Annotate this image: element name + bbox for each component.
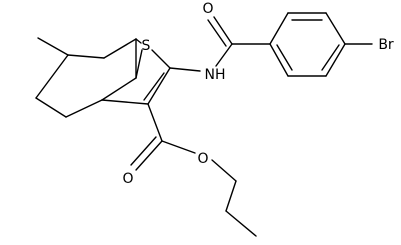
- bond-carbonyl-o: [213, 16, 233, 45]
- amide-nitrogen-label: NH: [205, 67, 226, 83]
- sulfur-label: S: [142, 38, 151, 54]
- bond-c4-c5: [35, 97, 67, 118]
- bond-c2-n: [169, 67, 201, 72]
- bond-ch2-ch3: [225, 210, 257, 237]
- bond-carbonyl-o-double: [207, 19, 227, 47]
- bond-ester-carbonyl-o: [135, 140, 163, 171]
- bond-c6-c7: [103, 38, 137, 59]
- ester-carbonyl-oxygen-label: O: [122, 171, 133, 187]
- bond-ar4-inner: [321, 44, 340, 71]
- bond-ester-ether-o: [161, 140, 196, 154]
- bond-s-c2: [151, 49, 171, 69]
- bond-c7a-c3a: [101, 77, 137, 101]
- bond-ar4: [325, 43, 346, 77]
- bond-c3-c3a: [101, 99, 149, 105]
- bond-c7a-s: [135, 49, 143, 79]
- bond-c3a-c4: [65, 99, 103, 118]
- bond-ch2-ch2: [225, 180, 237, 212]
- bond-c2-c3-double: [143, 72, 165, 101]
- bond-c7a-s-stub: [135, 38, 142, 44]
- bond-ar3: [325, 12, 346, 45]
- bond-ar6: [269, 43, 289, 77]
- bond-lines: [35, 12, 373, 237]
- atom-labels: S NH O Br O O: [122, 1, 393, 187]
- bond-n-carbonyl: [215, 43, 233, 67]
- bond-c6-c7-link: [67, 54, 105, 59]
- bromine-label: Br: [378, 37, 394, 53]
- bond-ar6-inner: [276, 44, 293, 71]
- amide-oxygen-label: O: [202, 1, 213, 17]
- ester-ether-oxygen-label: O: [197, 151, 208, 167]
- bond-c2-c3: [147, 67, 171, 105]
- bond-methyl: [37, 37, 69, 56]
- bond-c3-ester: [147, 103, 163, 142]
- bond-ar1: [269, 12, 289, 45]
- bond-c5-c6: [35, 54, 69, 99]
- bond-ester-carbonyl-o-double: [130, 136, 157, 166]
- bond-o-ch2: [211, 159, 237, 182]
